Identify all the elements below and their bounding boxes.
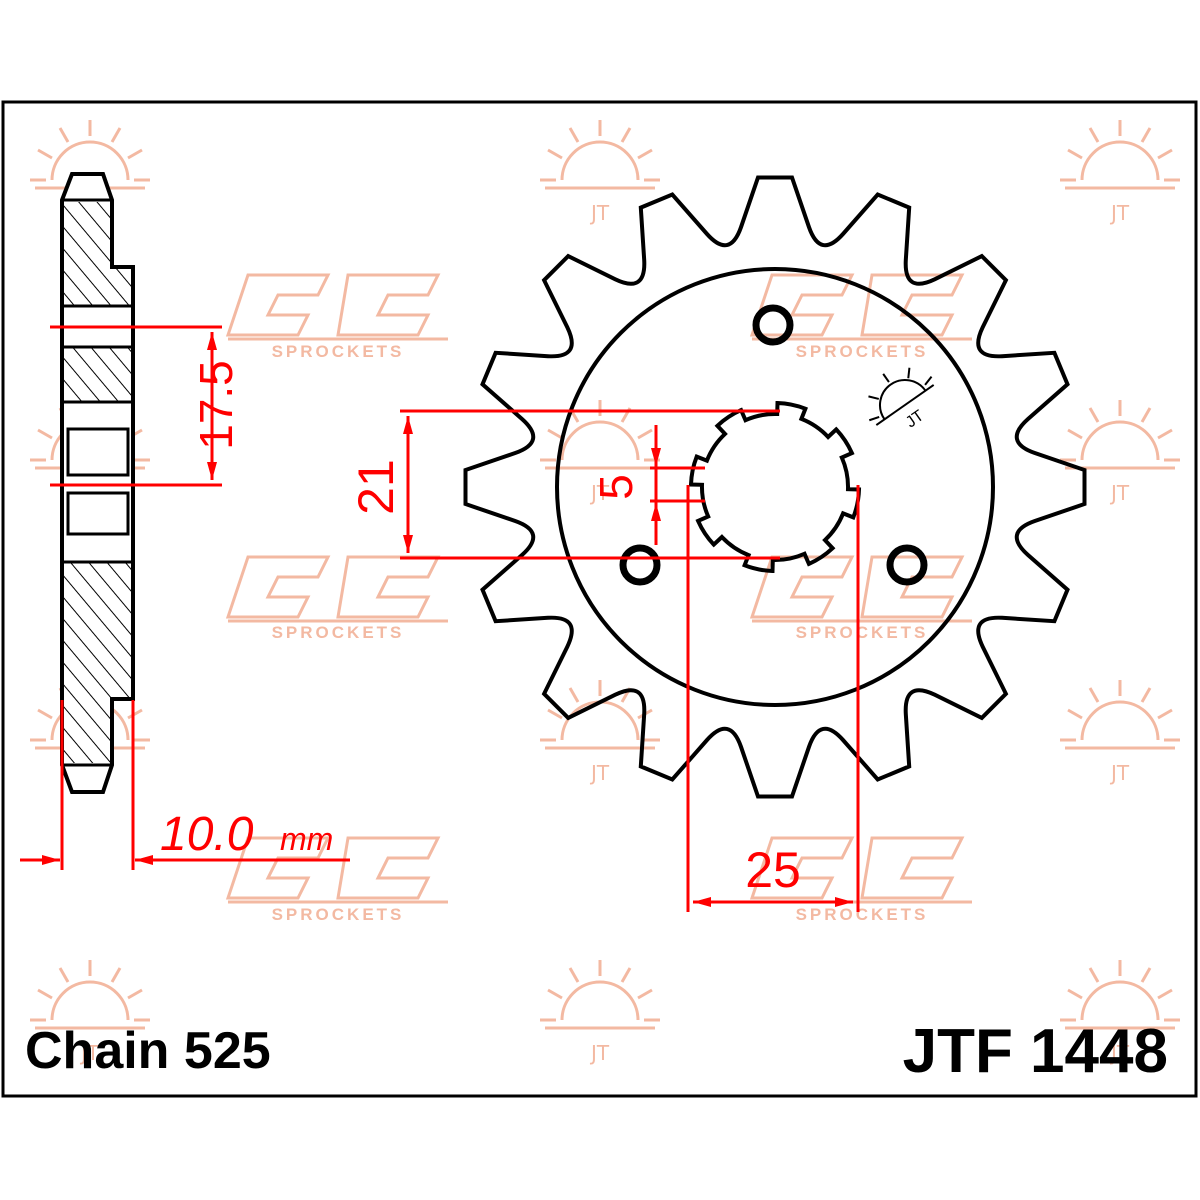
- bolt-hole: [886, 544, 928, 586]
- jt-stamp-icon: JT: [868, 367, 935, 431]
- svg-text:SPROCKETS: SPROCKETS: [796, 342, 929, 361]
- jt-sprockets-logo: SPROCKETS: [750, 273, 974, 361]
- side-profile: [60, 172, 135, 794]
- sprocket-teeth-outline: [463, 175, 1087, 799]
- dim-unit-mm: mm: [280, 821, 333, 857]
- dim-21: 21: [348, 459, 404, 515]
- svg-text:SPROCKETS: SPROCKETS: [272, 623, 405, 642]
- chain-label: Chain 525: [25, 1022, 271, 1080]
- bolt-hole: [752, 304, 794, 346]
- sun-logo-icon: [1058, 398, 1182, 507]
- dim-10-0: 10.0: [160, 808, 254, 861]
- dim-17-5: 17.5: [190, 360, 242, 450]
- dimension-lines: [20, 325, 860, 912]
- hub-circle: [555, 267, 995, 707]
- svg-text:JT: JT: [903, 407, 927, 431]
- svg-text:SPROCKETS: SPROCKETS: [272, 905, 405, 924]
- bolt-hole: [619, 544, 661, 586]
- jt-sprockets-logo: SPROCKETS: [750, 836, 974, 924]
- sun-logo-icon: [538, 958, 662, 1067]
- jt-sprockets-logo: SPROCKETS: [226, 836, 450, 924]
- dim-5: 5: [590, 474, 642, 500]
- jt-sprockets-logo: SPROCKETS: [226, 273, 450, 361]
- jt-sprockets-logo: SPROCKETS: [226, 555, 450, 642]
- sun-logo-icon: [1058, 678, 1182, 787]
- dim-25: 25: [745, 842, 801, 898]
- splined-bore: [688, 400, 862, 574]
- svg-text:SPROCKETS: SPROCKETS: [796, 905, 929, 924]
- svg-text:SPROCKETS: SPROCKETS: [796, 623, 929, 642]
- svg-text:SPROCKETS: SPROCKETS: [272, 342, 405, 361]
- drawing-frame: [1, 100, 1198, 1098]
- sprocket-front-view: JT: [463, 175, 1087, 799]
- part-number: JTF 1448: [903, 1017, 1168, 1086]
- sun-logo-icon: [1058, 118, 1182, 227]
- jt-sprockets-logo: SPROCKETS: [750, 555, 974, 642]
- watermark-layer: SPROCKETS SPROCKETS SPROCKETS SPROCKETS …: [28, 118, 1182, 1067]
